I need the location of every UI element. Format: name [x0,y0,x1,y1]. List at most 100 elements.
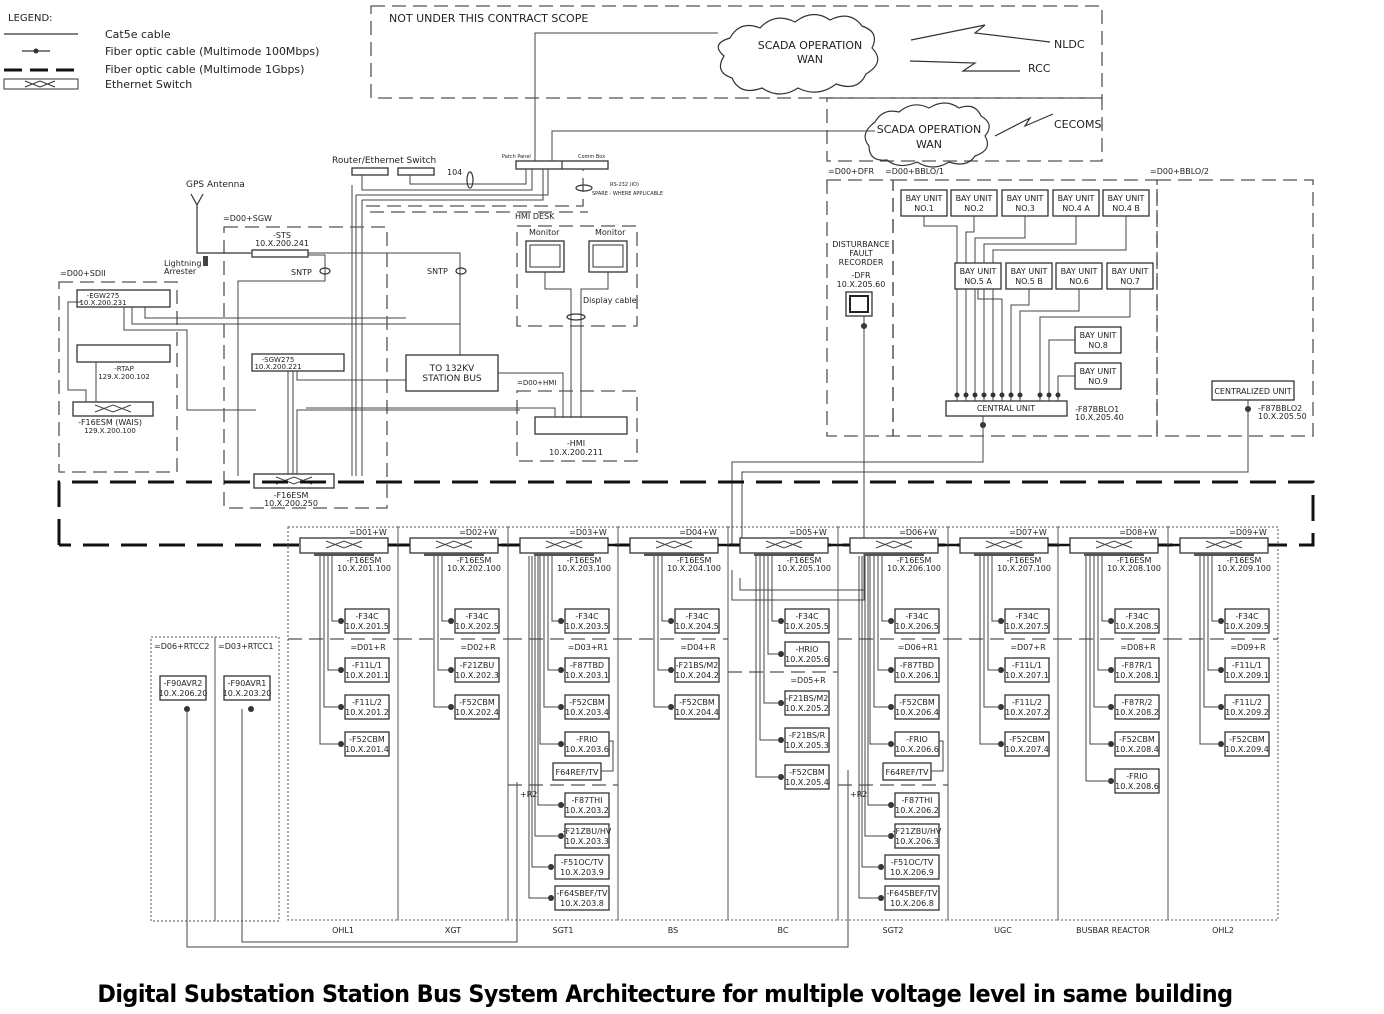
ref-device[interactable]: F64REF/TV [552,762,602,781]
rtap-device[interactable] [76,344,171,363]
centralized-unit[interactable] [1211,380,1295,401]
wais-switch[interactable] [72,401,154,417]
bay-unit-box[interactable] [954,262,1002,290]
ied-device-box[interactable] [344,731,390,757]
ied-device-box[interactable] [1224,731,1270,757]
ied-device[interactable]: -F11L/110.X.207.1 [998,657,1050,683]
ied-device[interactable]: -F21BS/R10.X.205.3 [778,727,830,753]
ied-device-box[interactable] [784,641,830,667]
ied-device-box[interactable] [1224,657,1270,683]
ied-device[interactable]: -F11L/110.X.201.1 [338,657,390,683]
ied-device-box[interactable] [1114,731,1160,757]
bay-ethernet-switch[interactable] [299,537,389,556]
sgw275-device[interactable] [251,353,345,372]
ied-device-box[interactable] [674,608,720,634]
ied-device-box[interactable] [884,854,940,880]
ied-device[interactable]: -F11L/210.X.207.2 [998,694,1050,720]
ied-device-box[interactable] [454,694,500,720]
ied-device-box[interactable] [1004,731,1050,757]
ied-device-box[interactable] [564,694,610,720]
ied-device-box[interactable] [554,854,610,880]
ied-device[interactable]: -F11L/110.X.209.1 [1218,657,1270,683]
ied-device-box[interactable] [784,727,830,753]
sgw-f16esm-switch[interactable] [253,473,335,489]
avr-box[interactable] [159,675,207,701]
ied-device-box[interactable] [554,885,610,911]
bay-ethernet-switch[interactable] [1069,537,1159,556]
ied-device-box[interactable] [564,731,610,757]
ied-device-box[interactable] [1004,694,1050,720]
ied-device-box[interactable] [454,608,500,634]
ied-device-box[interactable] [1114,768,1160,794]
ied-device[interactable]: -F11L/210.X.209.2 [1218,694,1270,720]
ied-device-box[interactable] [894,823,940,849]
ied-device-box[interactable] [894,792,940,818]
bay-unit-box[interactable] [1055,262,1103,290]
bay-ethernet-switch[interactable] [959,537,1049,556]
switch-body[interactable] [629,537,719,554]
ied-device[interactable]: -F87R/210.X.208.2 [1108,694,1160,720]
ied-device-box[interactable] [1114,608,1160,634]
ref-device[interactable]: F64REF/TV [882,762,932,781]
ied-device[interactable]: -F87R/110.X.208.1 [1108,657,1160,683]
ied-device-box[interactable] [564,657,610,683]
switch-body[interactable] [1179,537,1269,554]
bay-unit-box[interactable] [1001,189,1049,217]
switch-body[interactable] [1069,537,1159,554]
ied-device-box[interactable] [1224,608,1270,634]
ied-device-box[interactable] [344,608,390,634]
ied-device-box[interactable] [894,731,940,757]
router-switch-2[interactable] [397,167,435,176]
switch-body[interactable] [299,537,389,554]
ied-device-box[interactable] [564,792,610,818]
switch-body[interactable] [409,537,499,554]
ied-device-box[interactable] [1004,657,1050,683]
switch-body[interactable] [959,537,1049,554]
ied-device-box[interactable] [1224,694,1270,720]
switch-body[interactable] [849,537,939,554]
switch-body[interactable] [519,537,609,554]
ied-device-box[interactable] [894,608,940,634]
ied-device-box[interactable] [674,694,720,720]
sts-device[interactable] [251,249,309,258]
avr-box[interactable] [223,675,271,701]
bay-ethernet-switch[interactable] [1179,537,1269,556]
bay-unit-box[interactable] [950,189,998,217]
switch-body[interactable] [739,537,829,554]
ied-device-box[interactable] [1114,657,1160,683]
ied-device-box[interactable] [344,694,390,720]
router-switch-1[interactable] [351,167,389,176]
ied-device-box[interactable] [344,657,390,683]
